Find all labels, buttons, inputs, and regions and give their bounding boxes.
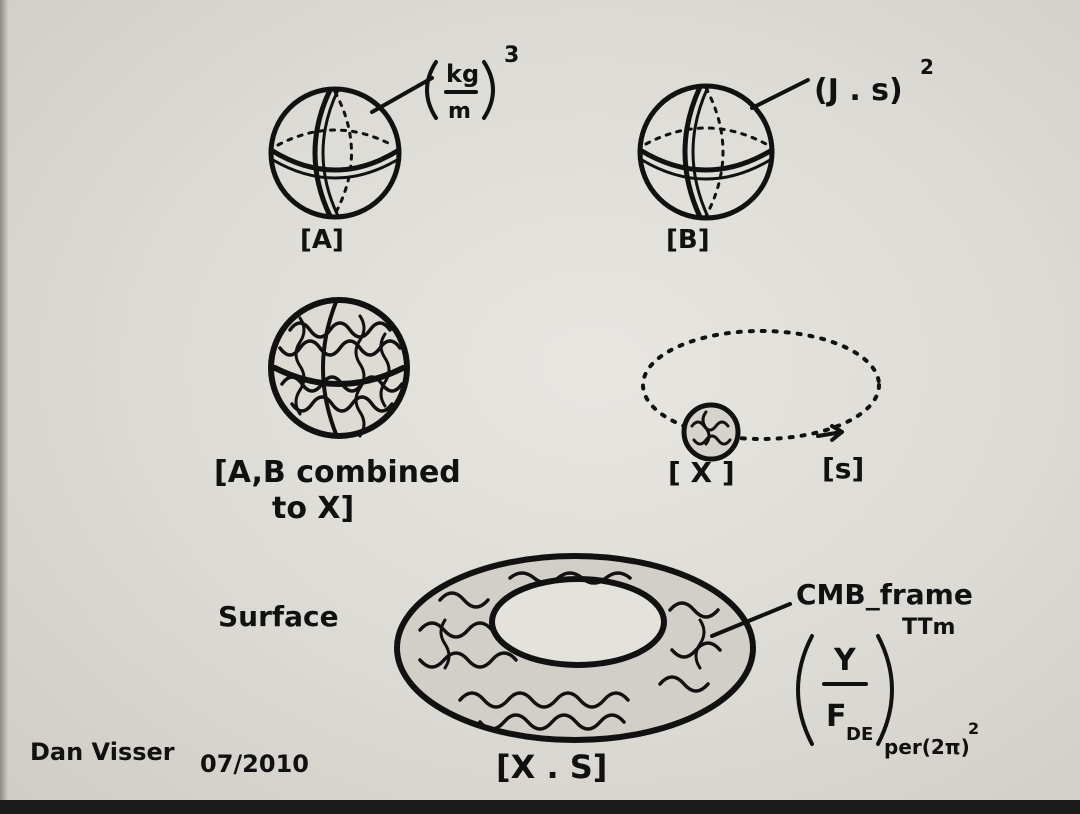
formula-y-numerator: Y bbox=[833, 643, 857, 678]
combined-sphere bbox=[268, 297, 410, 439]
formula-y-subscript-exponent: 2 bbox=[968, 719, 979, 738]
x-orbit bbox=[641, 329, 881, 462]
formula-y-subscript: per(2π) bbox=[884, 735, 970, 759]
signature-name: Dan Visser bbox=[30, 738, 175, 766]
formula-y-exponent: TTm bbox=[902, 615, 955, 640]
torus bbox=[394, 553, 792, 743]
label-ab-line2: to X] bbox=[272, 491, 354, 526]
label-surface: Surface bbox=[218, 600, 339, 633]
label-x: [ X ] bbox=[668, 456, 735, 489]
label-b: [B] bbox=[666, 225, 710, 255]
formula-a-denominator: m bbox=[448, 99, 471, 124]
label-s: [s] bbox=[822, 452, 864, 485]
paper-bottom-shadow bbox=[0, 800, 1080, 814]
formula-a: kg m 3 bbox=[425, 43, 519, 124]
label-a: [A] bbox=[300, 225, 344, 255]
formula-y-denominator-subscript: DE bbox=[846, 724, 873, 745]
formula-y: Y F DE TTm per(2π) 2 bbox=[796, 615, 979, 759]
formula-b-exponent: 2 bbox=[920, 55, 934, 79]
signature-date: 07/2010 bbox=[200, 750, 309, 778]
formula-b-body: (J . s) bbox=[814, 73, 903, 108]
formula-a-numerator: kg bbox=[446, 60, 479, 88]
paper-left-edge bbox=[0, 0, 8, 814]
label-cmb-frame: CMB_frame bbox=[796, 578, 973, 611]
sphere-a bbox=[268, 76, 434, 220]
label-ab-line1: [A,B combined bbox=[214, 455, 461, 490]
formula-y-denominator: F bbox=[826, 699, 847, 734]
sphere-b bbox=[637, 78, 810, 221]
label-xs: [X . S] bbox=[496, 748, 607, 786]
formula-a-exponent: 3 bbox=[504, 43, 519, 68]
